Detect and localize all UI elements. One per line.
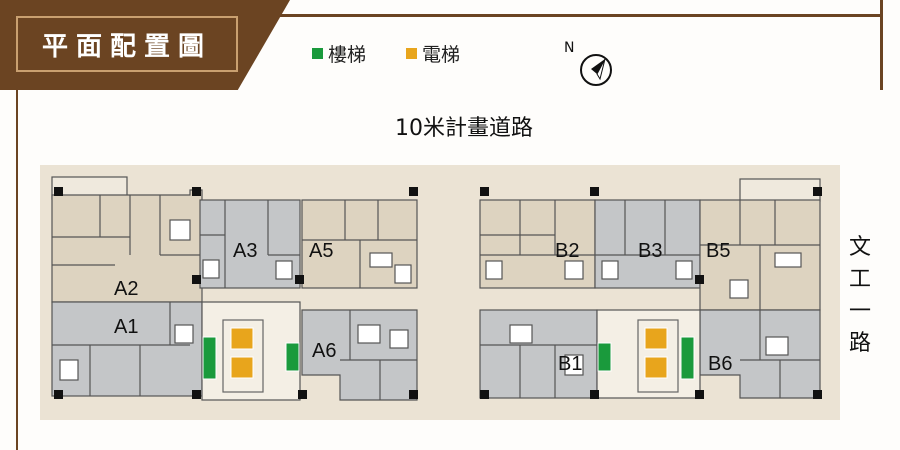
building-a	[51, 176, 418, 401]
road-label-top: 10米計畫道路	[395, 116, 533, 141]
compass-icon	[580, 54, 612, 86]
title-frame: 平面配置圖	[16, 16, 238, 72]
unit-label-a2: A2	[114, 278, 138, 300]
unit-label-b6: B6	[708, 353, 732, 375]
unit-a6	[301, 309, 418, 401]
legend-stairs: 樓梯	[312, 40, 366, 67]
top-divider	[240, 14, 880, 17]
legend-elevator-label: 電梯	[422, 44, 461, 66]
elevator-b-2	[644, 356, 668, 379]
left-divider	[16, 90, 18, 450]
unit-label-b5: B5	[706, 240, 730, 262]
elevator-b-1	[644, 327, 668, 350]
elevator-a-2	[230, 356, 254, 379]
floor-plan: A2 A1 A3 A5 A6 B2 B3 B5 B1 B6	[40, 165, 840, 420]
stairs-a-left	[202, 336, 217, 380]
legend-elevator: 電梯	[406, 40, 460, 67]
legend-stairs-label: 樓梯	[328, 44, 367, 66]
page-title: 平面配置圖	[41, 31, 212, 62]
unit-label-b1: B1	[558, 353, 582, 375]
road-label-side: 文工一路	[848, 235, 871, 356]
unit-label-b2: B2	[555, 240, 579, 262]
stairs-swatch	[312, 48, 323, 59]
unit-label-a5: A5	[309, 240, 333, 262]
elevator-a-1	[230, 327, 254, 350]
unit-label-a6: A6	[312, 340, 336, 362]
stairs-b-left	[597, 342, 612, 372]
elevator-swatch	[406, 48, 417, 59]
unit-label-a1: A1	[114, 316, 138, 338]
unit-label-b3: B3	[638, 240, 662, 262]
stairs-b-right	[680, 336, 695, 380]
stairs-a-right	[285, 342, 300, 372]
core-a	[201, 301, 301, 401]
right-divider	[880, 0, 883, 90]
unit-label-a3: A3	[233, 240, 257, 262]
compass-north-label: N	[564, 40, 575, 56]
